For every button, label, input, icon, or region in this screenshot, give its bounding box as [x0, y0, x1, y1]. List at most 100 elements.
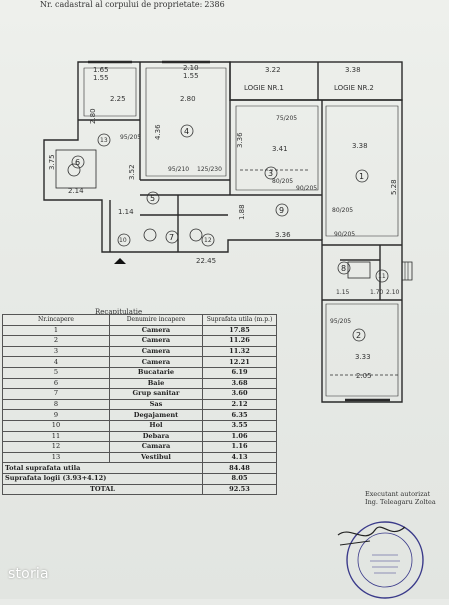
- grand-total-row: TOTAL 92.53: [2, 483, 277, 496]
- dim-label: 2.10: [183, 64, 199, 72]
- grand-total-value: 92.53: [202, 483, 277, 496]
- room-number: 4: [184, 127, 189, 136]
- recap-header-row: Nr.incapere Denumire incapere Suprafata …: [2, 314, 277, 326]
- dim-label: 2.05: [356, 372, 372, 380]
- total-useful-row: Total suprafata utila 84.48: [2, 462, 277, 474]
- recap-name: Camera: [109, 324, 203, 337]
- door-label: 95/210: [168, 166, 189, 173]
- logia-area-value: 8.05: [202, 472, 277, 485]
- door-label: 80/205: [332, 207, 353, 214]
- dim-label: 1.55: [93, 74, 109, 82]
- signature: [337, 526, 406, 537]
- recap-nr: 4: [2, 356, 110, 368]
- recap-name: Camara: [109, 441, 203, 453]
- door-label: 125/230: [197, 166, 222, 173]
- dim-label: 1.88: [238, 204, 246, 220]
- recap-nr: 3: [2, 345, 110, 358]
- recap-area: 2.12: [202, 398, 277, 411]
- recap-area: 1.16: [202, 441, 277, 453]
- door-label: 75/205: [276, 115, 297, 122]
- door-label: 90/205: [296, 185, 317, 192]
- logia-area-row: Suprafata logii (3.93+4.12) 8.05: [2, 472, 277, 485]
- recap-area: 6.35: [202, 409, 277, 421]
- balcony-outline: [229, 61, 403, 101]
- dim-label: 3.52: [128, 164, 136, 180]
- dim-label: 4.36: [154, 124, 162, 140]
- dim-label: 1.65: [93, 66, 109, 74]
- logia-label: LOGIE NR.1: [244, 84, 284, 92]
- recap-nr: 11: [2, 430, 110, 443]
- header-prefix: Nr.: [40, 0, 53, 9]
- dim-label: 1.14: [118, 208, 134, 216]
- recap-nr: 12: [2, 441, 110, 453]
- cadastral-header: Nr. cadastral al corpului de proprietate…: [40, 0, 225, 9]
- recap-name: Camera: [109, 356, 203, 368]
- recap-area: 1.06: [202, 430, 277, 443]
- executant-label: Executant autorizat: [365, 490, 431, 498]
- recap-name: Hol: [109, 419, 203, 432]
- executant-name: Ing. Teleagaru Zoltea: [365, 498, 436, 506]
- recap-name: Camera: [109, 345, 203, 358]
- recap-nr: 13: [2, 451, 110, 464]
- executant-block: Executant autorizat Ing. Teleagaru Zolte…: [365, 490, 436, 506]
- dim-label: 2.10: [386, 289, 400, 296]
- door-label: 90/205: [334, 231, 355, 238]
- dim-label: 22.45: [196, 257, 216, 265]
- col-header-area: Suprafata utila (m.p.): [202, 314, 277, 326]
- dim-label: 2.25: [110, 95, 126, 103]
- logia-area-label: Suprafata logii (3.93+4.12): [2, 472, 203, 485]
- recap-name: Grup sanitar: [109, 388, 203, 400]
- dim-label: 1.15: [336, 289, 350, 296]
- col-header-name: Denumire incapere: [109, 314, 203, 326]
- recap-area: 12.21: [202, 356, 277, 368]
- recap-nr: 8: [2, 398, 110, 411]
- dim-label: 3.22: [265, 66, 281, 74]
- grand-total-label: TOTAL: [2, 483, 203, 496]
- room-number: 7: [169, 233, 174, 242]
- recap-title: Recapitulatie: [95, 308, 143, 316]
- recap-nr: 2: [2, 335, 110, 347]
- recap-name: Camera: [109, 335, 203, 347]
- door-label: 95/205: [120, 134, 141, 141]
- dim-label: 5.28: [390, 179, 398, 195]
- recap-area: 11.26: [202, 335, 277, 347]
- room-number: 10: [119, 237, 127, 244]
- recap-nr: 7: [2, 388, 110, 400]
- room-number: 3: [268, 169, 273, 178]
- total-useful-label: Total suprafata utila: [2, 462, 203, 474]
- recap-nr: 6: [2, 377, 110, 390]
- room-number: 9: [279, 206, 284, 215]
- recap-area: 11.32: [202, 345, 277, 358]
- recap-name: Bucatarie: [109, 366, 203, 379]
- recap-area: 17.85: [202, 324, 277, 337]
- recap-area: 3.60: [202, 388, 277, 400]
- room-number: 1: [359, 172, 364, 181]
- floor-plan: 1.65 1.55 2.10 1.55 3.22 3.38 2.25 2.80 …: [43, 60, 413, 403]
- dim-label: 2.80: [180, 95, 196, 103]
- dim-label: 3.36: [275, 231, 291, 239]
- entry-arrow-icon: [114, 258, 126, 264]
- recap-nr: 1: [2, 324, 110, 337]
- room-number: 2: [356, 331, 361, 340]
- room-number: 5: [150, 194, 155, 203]
- total-useful-value: 84.48: [202, 462, 277, 474]
- recap-area: 3.68: [202, 377, 277, 390]
- recap-name: Baie: [109, 377, 203, 390]
- dim-label: 2.14: [68, 187, 84, 195]
- official-stamp: [337, 521, 424, 599]
- recap-name: Debara: [109, 430, 203, 443]
- room-number: 11: [378, 273, 386, 280]
